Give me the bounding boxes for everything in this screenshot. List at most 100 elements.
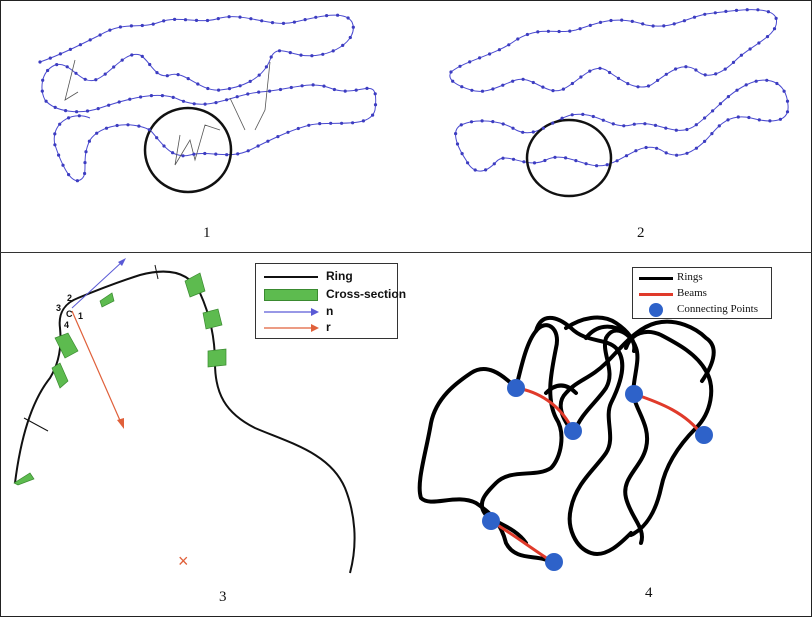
chain-dot — [775, 81, 779, 86]
chain-dot — [44, 99, 48, 103]
chain-dot — [196, 82, 200, 86]
chain-dot — [225, 98, 229, 102]
chain-dot — [55, 63, 59, 67]
panel-4-connecting-points — [482, 379, 713, 571]
chain-dot — [108, 28, 112, 32]
chain-dot — [491, 120, 495, 124]
chain-dot — [656, 78, 660, 82]
chain-dot — [608, 70, 612, 75]
chain-dot — [724, 9, 728, 13]
chain-dot — [257, 73, 261, 77]
chain-dot — [694, 68, 698, 72]
chain-dot — [139, 95, 143, 99]
chain-dot — [718, 102, 722, 106]
chain-dot — [605, 163, 609, 167]
chain-dot — [766, 10, 770, 14]
chain-dot — [717, 124, 721, 128]
chain-dot — [598, 66, 602, 70]
chain-dot — [570, 113, 574, 117]
chain-dot — [332, 87, 336, 92]
legend-item-r: r — [256, 320, 397, 336]
chain-dot — [361, 119, 365, 123]
chain-dot — [451, 79, 455, 83]
chain-dot — [318, 122, 322, 126]
legend-box-symbol — [264, 289, 318, 301]
chain-dot — [67, 116, 71, 120]
chain-dot — [460, 152, 464, 156]
chain-dot — [675, 153, 679, 157]
chain-dot — [268, 89, 272, 93]
chain-dot — [186, 77, 190, 81]
chain-dot — [173, 17, 177, 21]
chain-dot — [466, 161, 470, 165]
legend-label-cross-section: Cross-section — [326, 287, 407, 301]
chain-dot — [147, 128, 151, 132]
chain-dot — [236, 152, 240, 156]
chain-dot — [264, 65, 268, 69]
chain-dot — [626, 82, 630, 86]
chain-dot — [329, 121, 333, 125]
chain-dot — [112, 65, 116, 69]
legend-label-rings: Rings — [677, 271, 703, 283]
chain-dot — [296, 126, 300, 131]
panel-4-legend: Rings Beams Connecting Points — [632, 267, 772, 319]
chain-dot — [260, 19, 264, 23]
chain-dot — [664, 72, 668, 76]
chain-dot — [130, 53, 134, 57]
legend-arrow-symbol — [264, 324, 319, 332]
chain-dot — [632, 122, 636, 126]
panel-3-point-label-2: 2 — [67, 293, 72, 303]
panel-3-n-vector — [71, 258, 126, 309]
chain-dot — [501, 83, 505, 87]
chain-dot — [532, 161, 537, 165]
panel-3-center-marker: × — [178, 551, 189, 571]
chain-dot — [646, 84, 651, 88]
chain-dot — [162, 144, 166, 148]
chain-dot — [765, 35, 770, 39]
chain-dot — [53, 132, 57, 136]
chain-dot — [480, 89, 485, 93]
legend-line-symbol — [639, 277, 673, 280]
legend-line-symbol — [639, 293, 673, 296]
chain-dot — [541, 126, 545, 130]
chain-dot — [598, 20, 603, 24]
chain-dot — [38, 60, 42, 64]
chain-dot — [137, 124, 141, 128]
chain-dot — [630, 19, 634, 23]
panel-1-number: 1 — [203, 225, 211, 241]
chain-dot — [300, 84, 304, 88]
chain-dot — [664, 151, 668, 155]
chain-dot — [181, 99, 186, 103]
chain-dot — [140, 23, 144, 28]
chain-dot — [340, 121, 344, 125]
chain-dot — [551, 121, 555, 125]
chain-dot — [536, 30, 540, 34]
chain-dot — [53, 143, 57, 147]
panel-1-chain-dots — [38, 13, 378, 183]
panel-2-chain-plot — [449, 8, 790, 198]
chain-dot — [480, 119, 484, 123]
chain-dot — [83, 161, 87, 165]
chain-dot — [238, 84, 242, 88]
chain-dot — [269, 55, 273, 59]
chain-dot — [710, 132, 714, 136]
chain-dot — [468, 60, 472, 64]
chain-dot — [194, 18, 199, 22]
panel-3-point-label-3: 3 — [56, 303, 61, 313]
panel-4-rings — [417, 315, 716, 565]
chain-dot — [206, 86, 210, 91]
chain-dot — [511, 126, 515, 130]
chain-dot — [703, 12, 707, 16]
chain-dot — [651, 24, 655, 28]
chain-dot — [560, 116, 564, 120]
panel-divider — [0, 252, 812, 253]
chain-dot — [541, 85, 545, 89]
chain-dot — [292, 20, 296, 24]
chain-dot — [235, 95, 239, 99]
chain-dot — [289, 85, 293, 90]
chain-dot — [77, 114, 81, 118]
chain-dot — [75, 110, 79, 114]
chain-dot — [460, 85, 464, 89]
chain-dot — [192, 102, 196, 106]
chain-dot — [601, 118, 605, 122]
